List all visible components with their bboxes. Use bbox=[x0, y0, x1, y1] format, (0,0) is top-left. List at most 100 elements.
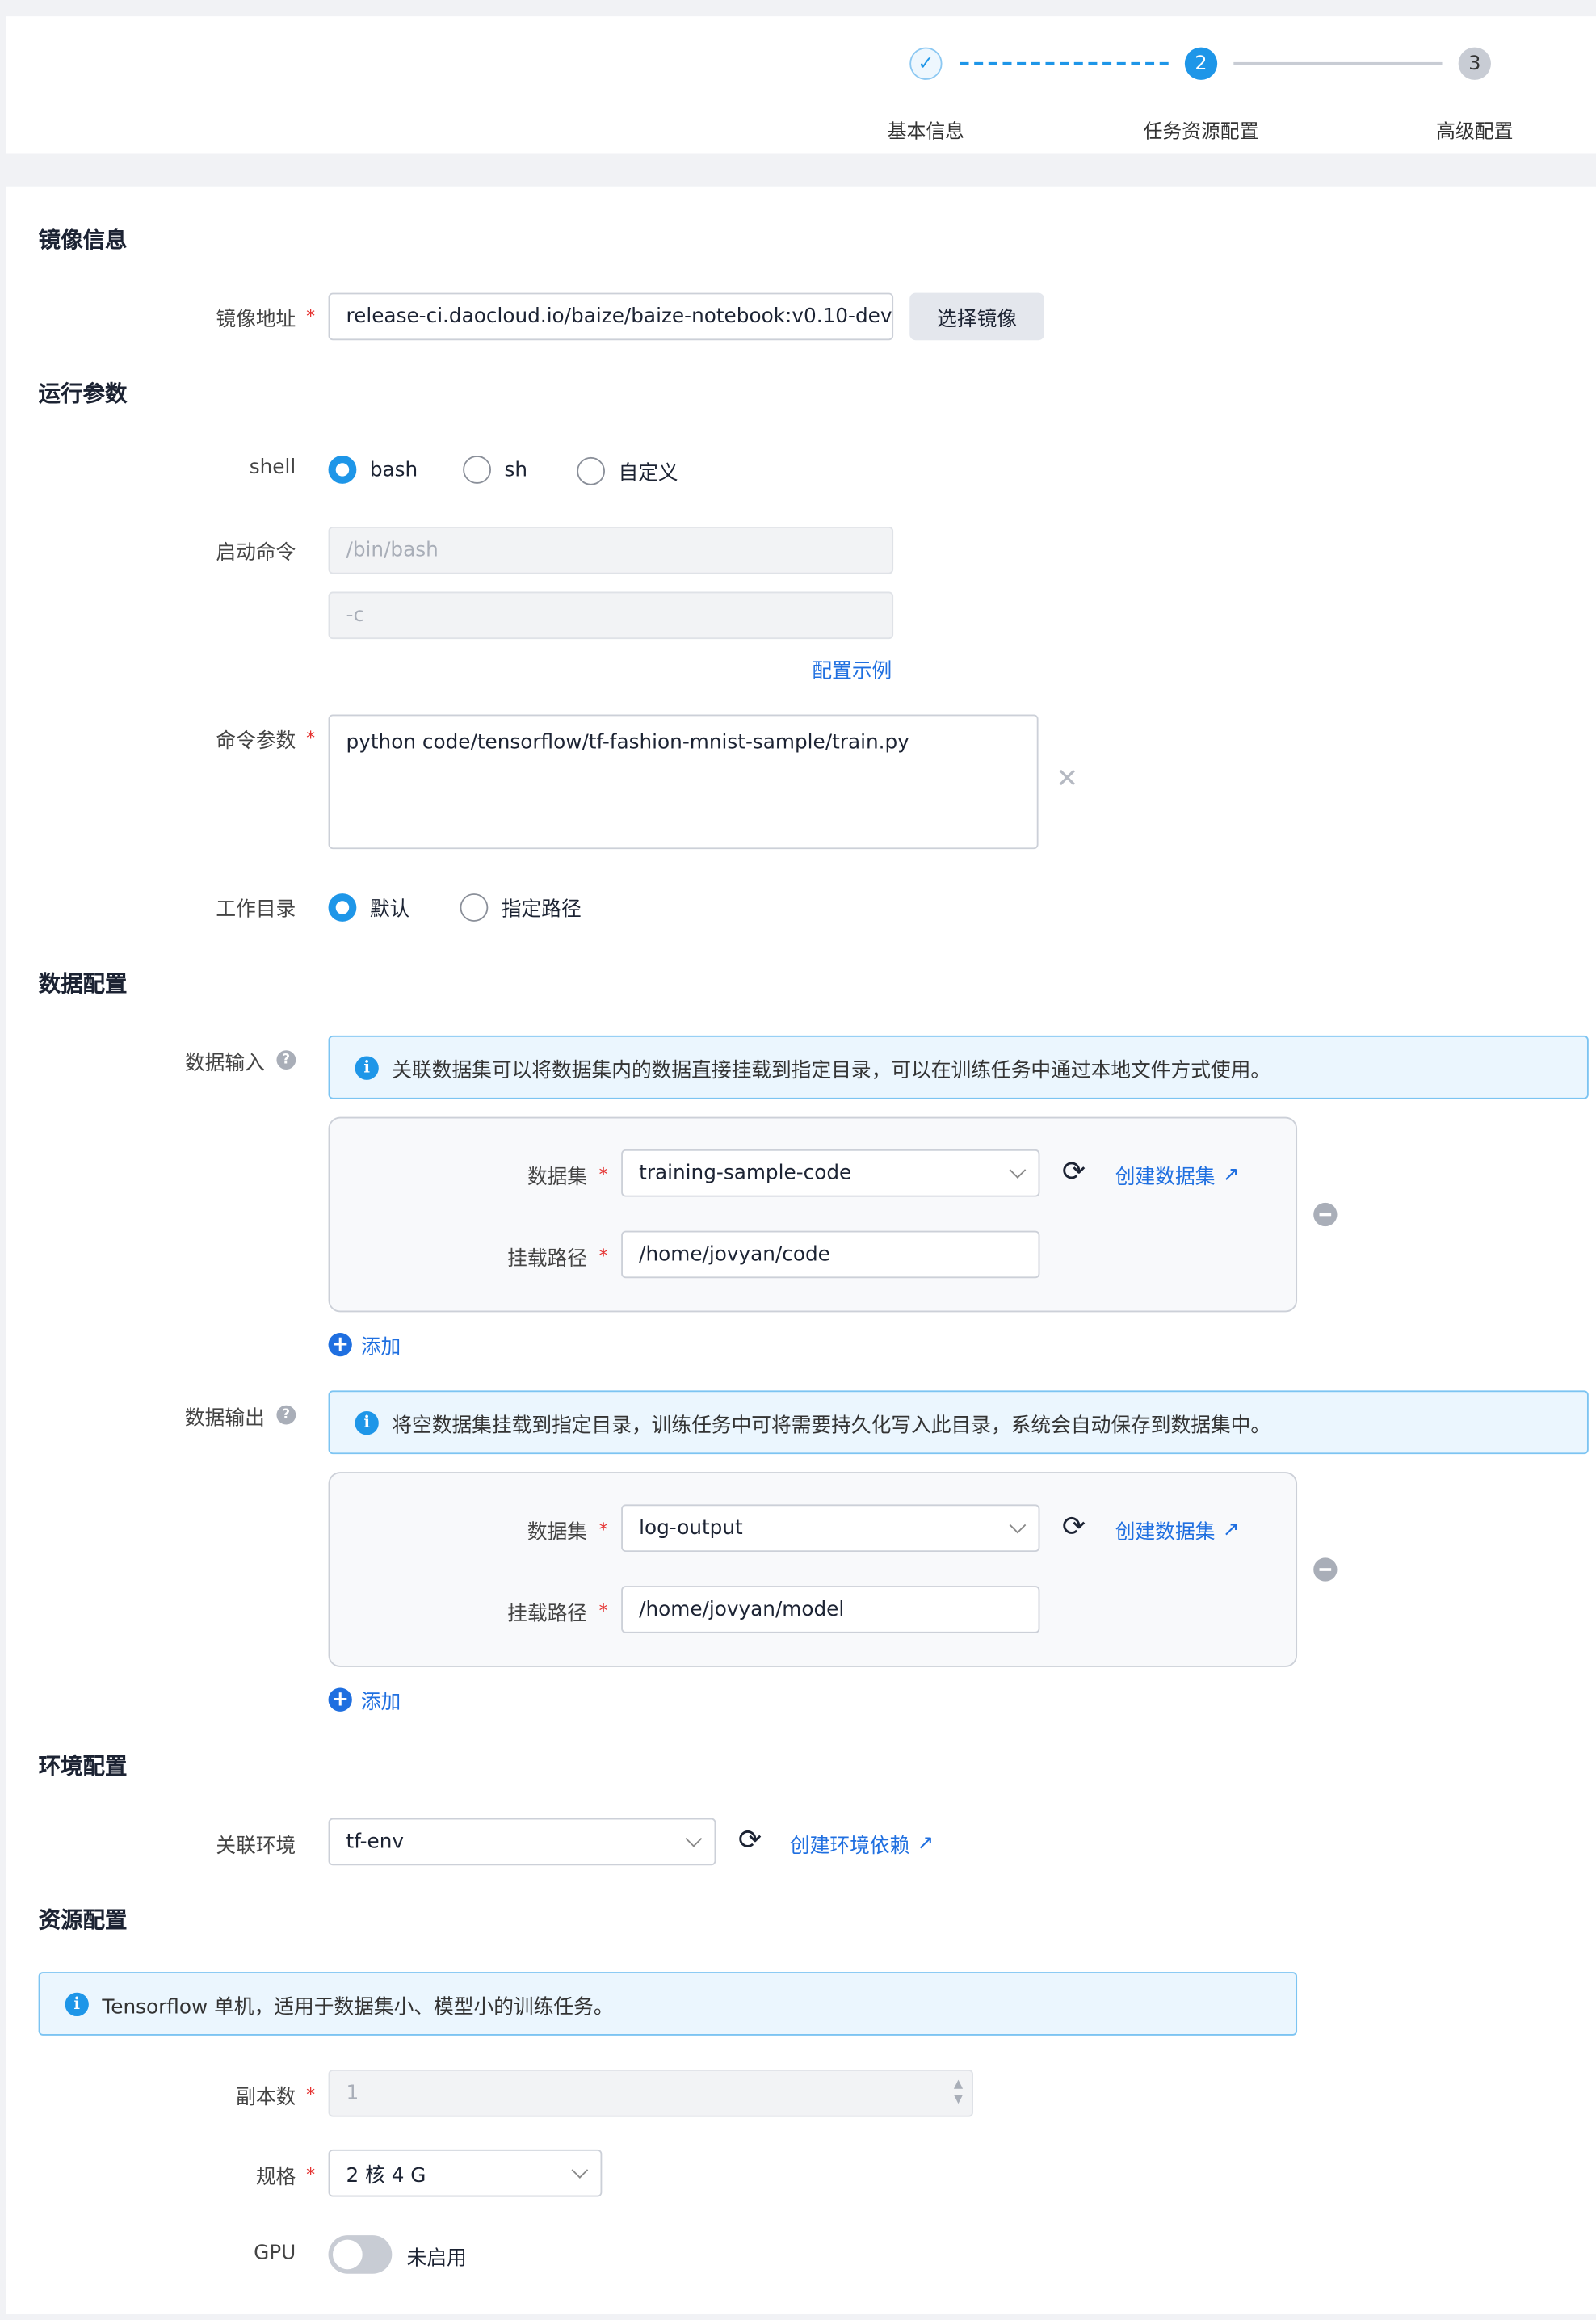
required-mark: * bbox=[598, 1164, 608, 1185]
section-title-env: 环境配置 bbox=[38, 1753, 128, 1780]
step-3-number: 3 bbox=[1458, 47, 1491, 80]
gpu-label: GPU bbox=[254, 2241, 296, 2265]
dataset-label: 数据集 bbox=[527, 1520, 588, 1545]
replicas-label: 副本数 bbox=[236, 2086, 296, 2110]
required-mark: * bbox=[306, 727, 316, 749]
dataset-label: 数据集 bbox=[527, 1166, 588, 1190]
shell-radio-custom[interactable]: 自定义 bbox=[577, 456, 678, 485]
stepper: ✓ 2 3 基本信息 任务资源配置 高级配置 bbox=[6, 16, 1596, 154]
shell-radio-sh[interactable]: sh bbox=[463, 456, 527, 484]
shell-label: shell bbox=[249, 456, 296, 480]
radio-label: 指定路径 bbox=[501, 897, 582, 922]
create-env-link[interactable]: 创建环境依赖↗ bbox=[790, 1828, 934, 1858]
mount-path-input[interactable]: /home/jovyan/model bbox=[621, 1586, 1040, 1633]
add-label: 添加 bbox=[360, 1691, 401, 1715]
dataset-select[interactable]: log-output bbox=[621, 1504, 1040, 1553]
replicas-stepper[interactable]: 1 ▲▼ bbox=[328, 2069, 973, 2117]
radio-unchecked[interactable] bbox=[460, 893, 489, 921]
step-connector-done bbox=[960, 61, 1169, 65]
required-mark: * bbox=[598, 1519, 608, 1540]
env-select[interactable]: tf-env bbox=[328, 1818, 716, 1866]
start-command-input-2[interactable]: -c bbox=[328, 591, 894, 640]
chevron-down-icon bbox=[1009, 1162, 1027, 1179]
data-input-label: 数据输入 bbox=[184, 1052, 265, 1076]
shell-radio-bash[interactable]: bash bbox=[328, 456, 418, 484]
plus-icon: + bbox=[328, 1333, 352, 1357]
external-link-icon: ↗ bbox=[1222, 1162, 1240, 1187]
clear-icon[interactable]: ✕ bbox=[1056, 763, 1079, 795]
create-dataset-link[interactable]: 创建数据集↗ bbox=[1115, 1160, 1240, 1190]
link-text: 创建数据集 bbox=[1115, 1166, 1216, 1190]
spinner-arrows-icon[interactable]: ▲▼ bbox=[953, 2077, 964, 2105]
image-address-label: 镜像地址 bbox=[216, 307, 296, 332]
required-mark: * bbox=[598, 1600, 608, 1622]
spec-select[interactable]: 2 核 4 G bbox=[328, 2149, 603, 2197]
remove-icon[interactable] bbox=[1313, 1202, 1338, 1227]
section-title-image: 镜像信息 bbox=[38, 226, 128, 254]
radio-label: 默认 bbox=[369, 897, 410, 922]
create-dataset-link[interactable]: 创建数据集↗ bbox=[1115, 1515, 1239, 1545]
image-address-input[interactable]: release-ci.daocloud.io/baize/baize-noteb… bbox=[328, 292, 894, 341]
info-text: 关联数据集可以将数据集内的数据直接挂载到指定目录，可以在训练任务中通过本地文件方… bbox=[392, 1058, 1271, 1082]
dataset-value: training-sample-code bbox=[639, 1161, 852, 1185]
resource-info: i Tensorflow 单机，适用于数据集小、模型小的训练任务。 bbox=[38, 1972, 1298, 2036]
section-title-data: 数据配置 bbox=[38, 970, 128, 998]
radio-checked[interactable] bbox=[328, 893, 357, 921]
workdir-radio-custom[interactable]: 指定路径 bbox=[460, 892, 582, 922]
chevron-down-icon bbox=[571, 2162, 589, 2179]
add-data-input-button[interactable]: + 添加 bbox=[328, 1330, 401, 1360]
radio-unchecked[interactable] bbox=[463, 456, 491, 484]
step-2-label[interactable]: 任务资源配置 bbox=[1143, 121, 1259, 144]
required-mark: * bbox=[306, 2164, 316, 2185]
remove-icon[interactable] bbox=[1313, 1557, 1338, 1582]
step-done-check-icon: ✓ bbox=[909, 47, 943, 80]
radio-label: sh bbox=[504, 457, 528, 482]
start-command-label: 启动命令 bbox=[216, 541, 296, 565]
add-data-output-button[interactable]: + 添加 bbox=[328, 1685, 401, 1715]
add-label: 添加 bbox=[360, 1335, 401, 1360]
data-output-item bbox=[328, 1472, 1298, 1667]
info-icon: i bbox=[355, 1410, 379, 1435]
command-args-textarea[interactable]: python code/tensorflow/tf-fashion-mnist-… bbox=[328, 714, 1039, 850]
spec-value: 2 核 4 G bbox=[346, 2164, 426, 2188]
info-icon: i bbox=[65, 1991, 89, 2016]
dataset-value: log-output bbox=[639, 1516, 743, 1540]
start-command-input-1[interactable]: /bin/bash bbox=[328, 526, 894, 574]
config-example-link[interactable]: 配置示例 bbox=[812, 659, 892, 684]
refresh-icon[interactable]: ⟳ bbox=[1061, 1155, 1086, 1188]
gpu-status: 未启用 bbox=[406, 2246, 467, 2272]
help-icon[interactable]: ? bbox=[276, 1405, 296, 1425]
gpu-toggle[interactable] bbox=[328, 2235, 393, 2274]
radio-checked[interactable] bbox=[328, 456, 357, 484]
dataset-select[interactable]: training-sample-code bbox=[621, 1149, 1040, 1197]
chevron-down-icon bbox=[685, 1830, 703, 1847]
data-input-item bbox=[328, 1116, 1298, 1313]
step-1-label[interactable]: 基本信息 bbox=[887, 121, 965, 144]
env-value: tf-env bbox=[346, 1830, 405, 1854]
command-args-value: python code/tensorflow/tf-fashion-mnist-… bbox=[346, 730, 909, 754]
step-3-label[interactable]: 高级配置 bbox=[1436, 121, 1514, 144]
refresh-icon[interactable]: ⟳ bbox=[737, 1823, 762, 1857]
spec-label: 规格 bbox=[255, 2166, 296, 2190]
radio-unchecked[interactable] bbox=[577, 456, 606, 485]
mount-path-label: 挂载路径 bbox=[507, 1602, 588, 1626]
mount-path-label: 挂载路径 bbox=[507, 1246, 588, 1271]
required-mark: * bbox=[306, 306, 316, 327]
plus-icon: + bbox=[328, 1687, 352, 1712]
refresh-icon[interactable]: ⟳ bbox=[1061, 1510, 1086, 1544]
mount-path-input[interactable]: /home/jovyan/code bbox=[621, 1230, 1040, 1279]
help-icon[interactable]: ? bbox=[276, 1050, 296, 1070]
link-text: 创建环境依赖 bbox=[789, 1834, 910, 1859]
env-label: 关联环境 bbox=[216, 1834, 296, 1859]
workdir-label: 工作目录 bbox=[216, 897, 296, 922]
workdir-radio-default[interactable]: 默认 bbox=[328, 892, 410, 922]
info-text: Tensorflow 单机，适用于数据集小、模型小的训练任务。 bbox=[102, 1994, 614, 2019]
radio-label: bash bbox=[369, 457, 418, 482]
required-mark: * bbox=[306, 2084, 316, 2105]
select-image-button[interactable]: 选择镜像 bbox=[909, 292, 1044, 341]
replicas-value: 1 bbox=[346, 2081, 359, 2105]
step-2-number: 2 bbox=[1184, 47, 1218, 80]
required-mark: * bbox=[598, 1245, 608, 1267]
